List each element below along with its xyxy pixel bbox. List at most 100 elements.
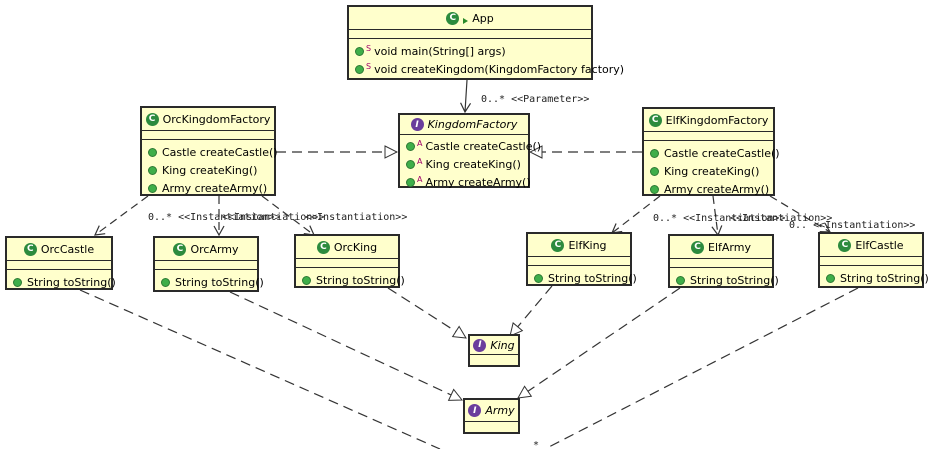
attributes-compartment bbox=[670, 259, 772, 268]
label-parameter: 0..* <<Parameter>> bbox=[481, 94, 590, 105]
class-elfarmy[interactable]: C ElfArmy String toString() bbox=[668, 234, 779, 291]
class-header: C ElfCastle bbox=[820, 234, 922, 257]
public-method-icon bbox=[161, 277, 170, 287]
operations-compartment: String toString() bbox=[670, 268, 779, 291]
class-name: KingdomFactory bbox=[427, 118, 518, 131]
class-icon: C bbox=[23, 242, 37, 256]
operation-signature: String toString() bbox=[316, 273, 405, 287]
operations-compartment: String toString() bbox=[7, 270, 116, 293]
operation[interactable]: Army createArmy() bbox=[650, 180, 769, 198]
class-icon: C bbox=[316, 240, 330, 254]
public-method-icon bbox=[355, 64, 364, 74]
class-name: King bbox=[490, 338, 515, 352]
operation-signature: Army createArmy() bbox=[664, 182, 770, 196]
attributes-compartment bbox=[644, 132, 773, 141]
interface-icon: I bbox=[473, 338, 487, 352]
public-method-icon bbox=[148, 165, 157, 175]
interface-king[interactable]: I King bbox=[468, 334, 520, 367]
operations-compartment: Castle createCastle() King createKing() … bbox=[142, 140, 278, 199]
label-multiplicity-star: * bbox=[533, 440, 540, 451]
operations-compartment: Castle createCastle() King createKing() … bbox=[644, 141, 780, 200]
attributes-compartment bbox=[349, 30, 591, 39]
inst-elf-king bbox=[611, 195, 661, 234]
class-orcking[interactable]: C OrcKing String toString() bbox=[294, 234, 405, 291]
operation[interactable]: String toString() bbox=[676, 271, 779, 289]
class-header: C ElfKing bbox=[528, 234, 630, 257]
interface-army[interactable]: I Army bbox=[463, 398, 520, 434]
operation-signature: Army createArmy() bbox=[425, 175, 531, 189]
dep-app-kingdomfactory bbox=[460, 79, 472, 114]
class-orckingdomfactory[interactable]: C OrcKingdomFactory Castle createCastle(… bbox=[140, 106, 278, 199]
operation[interactable]: King createKing() bbox=[148, 161, 270, 179]
attributes-compartment bbox=[528, 257, 630, 266]
attributes-compartment bbox=[820, 257, 922, 266]
abstract-modifier: A bbox=[417, 175, 423, 184]
operation-signature: Castle createCastle() bbox=[664, 146, 780, 160]
operation[interactable]: Castle createCastle() bbox=[650, 144, 780, 162]
operation[interactable]: Army createArmy() bbox=[148, 179, 270, 197]
inst-orc-castle bbox=[94, 195, 149, 236]
label-orc-instantiation-b: <<Instantiation>> bbox=[222, 212, 325, 223]
operation[interactable]: String toString() bbox=[534, 269, 637, 287]
operation-signature: King createKing() bbox=[162, 163, 258, 177]
class-icon: C bbox=[838, 238, 852, 252]
inst-orc-king bbox=[261, 195, 315, 236]
operation-signature: String toString() bbox=[548, 271, 637, 285]
operation[interactable]: String toString() bbox=[161, 273, 264, 291]
operations-compartment: String toString() bbox=[528, 266, 637, 289]
static-modifier: S bbox=[366, 44, 372, 53]
realize-elfcastle-castle bbox=[544, 287, 859, 449]
realize-orcking-king bbox=[387, 287, 466, 338]
operation-signature: void createKingdom(KingdomFactory factor… bbox=[374, 62, 625, 76]
interface-icon: I bbox=[410, 118, 424, 131]
public-method-icon bbox=[406, 177, 415, 187]
operation-signature: String toString() bbox=[175, 275, 264, 289]
operation[interactable]: String toString() bbox=[13, 273, 116, 291]
label-orc-instantiation-c: <<Instantiation>> bbox=[305, 212, 408, 223]
operation[interactable]: King createKing() bbox=[650, 162, 769, 180]
class-header: C OrcKing bbox=[296, 236, 398, 259]
class-header: C ElfKingdomFactory bbox=[644, 109, 773, 132]
class-name: ElfCastle bbox=[855, 238, 904, 252]
abstract-modifier: A bbox=[417, 139, 423, 148]
public-method-icon bbox=[406, 141, 415, 151]
class-orcarmy[interactable]: C OrcArmy String toString() bbox=[153, 236, 264, 292]
class-header: C ElfArmy bbox=[670, 236, 772, 259]
label-elf-instantiation-a: 0..* <<Instantiation>> bbox=[653, 213, 786, 224]
realize-orccastle-castle bbox=[79, 289, 441, 449]
class-name: OrcKing bbox=[333, 240, 378, 254]
abstract-modifier: A bbox=[417, 157, 423, 166]
static-modifier: S bbox=[366, 62, 372, 71]
class-elfcastle[interactable]: C ElfCastle String toString() bbox=[818, 232, 929, 288]
class-elfking[interactable]: C ElfKing String toString() bbox=[526, 232, 637, 289]
public-method-icon bbox=[406, 159, 415, 169]
operations-compartment: String toString() bbox=[296, 268, 405, 291]
inst-elf-army bbox=[711, 195, 723, 237]
operation[interactable]: Castle createCastle() bbox=[148, 143, 278, 161]
class-header: I KingdomFactory bbox=[400, 115, 528, 135]
class-orccastle[interactable]: C OrcCastle String toString() bbox=[5, 236, 116, 293]
realize-elfarmy-army bbox=[518, 287, 681, 398]
realize-orcarmy-army bbox=[229, 291, 462, 400]
class-elfkingdomfactory[interactable]: C ElfKingdomFactory Castle createCastle(… bbox=[642, 107, 780, 196]
inst-elf-castle bbox=[769, 195, 832, 233]
realize-elfking-king bbox=[510, 285, 553, 336]
class-icon: C bbox=[173, 242, 187, 256]
class-name: Army bbox=[485, 404, 515, 417]
operation-signature: Army createArmy() bbox=[162, 181, 268, 195]
attributes-compartment bbox=[7, 261, 111, 270]
class-name: OrcKingdomFactory bbox=[162, 112, 271, 126]
operation[interactable]: String toString() bbox=[826, 269, 929, 287]
operation[interactable]: String toString() bbox=[302, 271, 405, 289]
public-method-icon bbox=[534, 273, 543, 283]
public-method-icon bbox=[148, 183, 157, 193]
